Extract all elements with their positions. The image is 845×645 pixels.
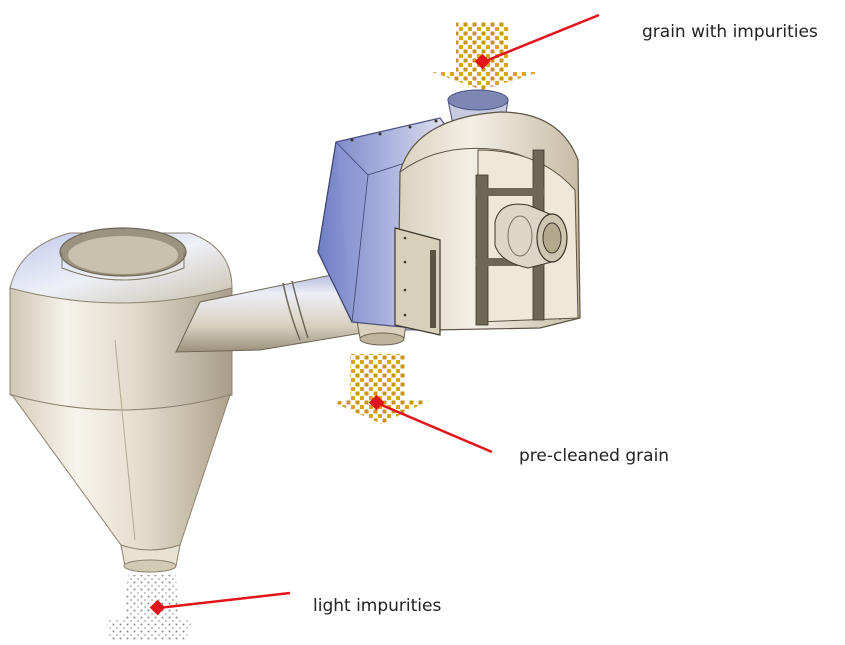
light-impurities-icon	[106, 575, 192, 640]
pointer-light-impurities	[149, 591, 291, 616]
pre-cleaned-grain-icon	[332, 354, 430, 424]
fan-housing	[350, 111, 581, 336]
grain-separator-machine-icon	[9, 89, 581, 573]
label-pre-cleaned-grain: pre-cleaned grain	[519, 446, 670, 466]
label-grain-with-impurities: grain with impurities	[642, 22, 818, 42]
grain-with-impurities-icon	[432, 22, 540, 90]
cyclone	[9, 227, 233, 573]
label-light-impurities: light impurities	[313, 596, 442, 616]
